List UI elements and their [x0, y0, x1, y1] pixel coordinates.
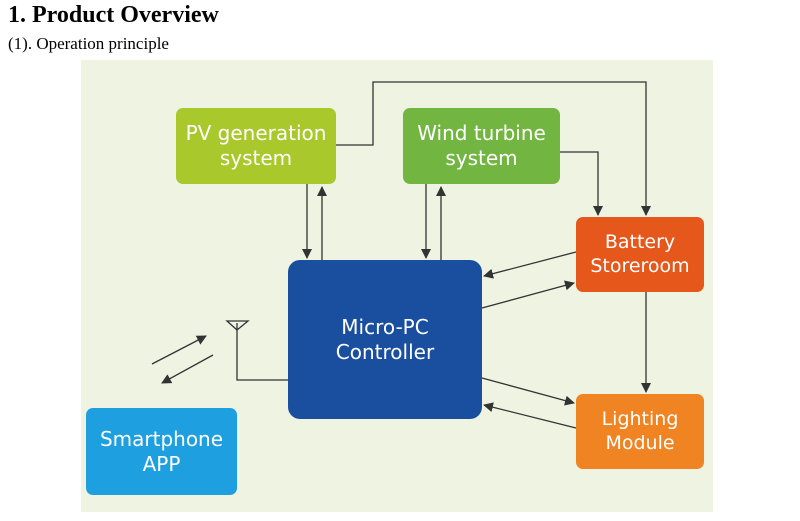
arrow-pv-to-battery	[336, 81, 651, 216]
micro-pc-controller-node: Micro-PC Controller	[288, 260, 482, 419]
battery-storeroom-node: Battery Storeroom	[576, 217, 704, 292]
wind-label-line2: system	[445, 146, 518, 170]
arrow-controller-to-battery	[481, 280, 575, 309]
wind-turbine-node: Wind turbine system	[403, 108, 560, 184]
phone-label-line1: Smartphone	[99, 426, 224, 451]
page-title: 1. Product Overview	[8, 2, 219, 28]
antenna-head-icon	[225, 320, 250, 331]
pv-generation-node: PV generation system	[176, 108, 336, 184]
controller-label-line2: Controller	[335, 339, 435, 364]
arrow-controller-to-lighting	[481, 377, 575, 406]
lighting-label-line2: Module	[605, 431, 675, 454]
lighting-module-node: Lighting Module	[576, 394, 704, 469]
antenna-icon	[236, 323, 288, 381]
arrow-wind-to-battery	[560, 151, 603, 216]
pv-label-line1: PV generation	[185, 121, 327, 145]
arrow-lighting-to-controller	[483, 402, 577, 429]
section-subtitle: (1). Operation principle	[8, 34, 169, 53]
pv-label-line2: system	[219, 146, 293, 170]
wireless-arrow-to-phone	[161, 354, 214, 384]
wind-label-line1: Wind turbine	[417, 121, 546, 145]
wireless-arrow-to-antenna	[151, 335, 207, 365]
battery-label-line1: Battery	[604, 230, 676, 253]
phone-label-line2: APP	[142, 451, 181, 476]
smartphone-app-node: Smartphone APP	[86, 408, 237, 495]
controller-label-line1: Micro-PC	[341, 314, 429, 339]
arrow-battery-to-controller	[483, 251, 577, 279]
battery-label-line2: Storeroom	[590, 254, 690, 277]
lighting-label-line1: Lighting	[601, 407, 679, 430]
